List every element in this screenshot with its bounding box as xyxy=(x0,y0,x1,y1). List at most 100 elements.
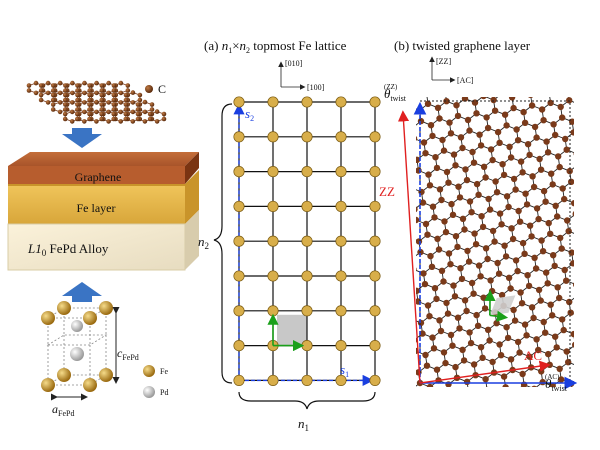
carbon-atom xyxy=(579,324,585,330)
carbon-atom xyxy=(500,373,508,380)
carbon-atom xyxy=(553,344,560,351)
carbon-atom xyxy=(509,235,517,243)
carbon-atom xyxy=(419,199,427,206)
carbon-atom xyxy=(482,245,490,252)
carbon-atom xyxy=(431,214,438,221)
carbon-atom xyxy=(480,294,487,301)
carbon-atom xyxy=(413,86,419,92)
fe-atom xyxy=(369,166,381,178)
carbon-atom xyxy=(533,134,540,141)
carbon-atom xyxy=(473,110,480,117)
fe-atom xyxy=(369,374,381,386)
carbon-atom xyxy=(406,103,412,109)
fe-atom xyxy=(369,340,381,352)
carbon-atom xyxy=(447,261,454,268)
fe-atom xyxy=(301,96,313,108)
carbon-atom xyxy=(440,349,448,356)
carbon-atom xyxy=(491,238,498,245)
carbon-atom xyxy=(457,134,465,141)
carbon-atom xyxy=(461,297,469,304)
carbon-atom xyxy=(568,178,574,185)
fe-atom xyxy=(301,270,313,282)
carbon-atom xyxy=(552,333,559,340)
panel-a-axis-right-label: [100] xyxy=(307,83,325,92)
carbon-atom xyxy=(510,306,517,314)
carbon-atom xyxy=(551,262,558,270)
carbon-atom xyxy=(505,203,512,211)
carbon-atom xyxy=(422,351,429,359)
carbon-atom xyxy=(524,141,532,148)
carbon-atom xyxy=(514,399,520,405)
carbon-atom xyxy=(425,171,432,178)
carbon-atom xyxy=(445,179,452,186)
graphene-cell-highlight xyxy=(489,295,516,316)
a-fepd-label: aFePd xyxy=(52,402,74,418)
carbon-atom xyxy=(552,131,559,139)
carbon-atom xyxy=(573,152,574,156)
carbon-atom xyxy=(523,201,531,208)
carbon-atom xyxy=(517,88,523,94)
carbon-atom xyxy=(516,218,524,225)
carbon-atom xyxy=(477,142,485,149)
carbon-atom xyxy=(482,376,489,383)
carbon-atom xyxy=(486,337,493,344)
carbon-atom xyxy=(521,119,529,127)
carbon-atom xyxy=(496,210,504,217)
carbon-atom xyxy=(429,132,436,140)
carbon-atom xyxy=(528,102,536,109)
fe-atom xyxy=(301,200,313,212)
carbon-atom xyxy=(537,297,544,304)
carbon-atom xyxy=(533,205,541,212)
carbon-atom xyxy=(461,226,468,233)
carbon-atom xyxy=(436,186,444,193)
fe-atom xyxy=(369,96,381,108)
fe-atom xyxy=(267,235,279,247)
carbon-atom xyxy=(453,102,460,109)
carbon-atom xyxy=(546,89,552,95)
fe-atom xyxy=(369,235,381,247)
carbon-atom xyxy=(580,264,586,270)
carbon-atom xyxy=(516,77,522,83)
carbon-atom xyxy=(416,287,420,294)
carbon-atom xyxy=(565,228,572,235)
carbon-atom xyxy=(429,334,436,341)
carbon-atom xyxy=(550,252,557,259)
fe-atom xyxy=(335,235,347,247)
carbon-legend-label: C xyxy=(158,82,166,96)
carbon-atom xyxy=(520,108,527,116)
carbon-atom xyxy=(538,237,545,244)
carbon-atom xyxy=(552,202,559,209)
carbon-atom xyxy=(529,173,536,180)
n2-brace xyxy=(213,103,233,384)
carbon-atom xyxy=(528,233,535,240)
carbon-atom xyxy=(445,250,453,257)
carbon-atom xyxy=(468,279,476,287)
carbon-atom xyxy=(502,253,510,260)
carbon-atom xyxy=(543,138,550,145)
carbon-atom xyxy=(540,318,547,326)
n1-brace xyxy=(238,391,376,410)
fe-atom xyxy=(233,374,245,386)
panel-b-axis-up-label: [ZZ] xyxy=(436,57,451,66)
carbon-atom xyxy=(489,227,497,235)
carbon-atom xyxy=(464,116,472,124)
fe-atom xyxy=(233,200,245,212)
carbon-atom xyxy=(445,381,452,387)
carbon-atom xyxy=(512,388,518,394)
carbon-atom xyxy=(416,267,417,272)
carbon-atom xyxy=(577,374,583,380)
panel-a-axis-up-label: [010] xyxy=(285,59,303,68)
carbon-atom xyxy=(575,161,581,167)
carbon-atom xyxy=(439,136,446,144)
carbon-atom xyxy=(470,159,478,166)
carbon-atom xyxy=(402,273,408,279)
carbon-atom xyxy=(449,211,457,218)
carbon-atom xyxy=(429,203,437,210)
carbon-atom xyxy=(459,144,466,152)
carbon-atom xyxy=(462,166,469,173)
carbon-atom xyxy=(533,396,539,402)
down-arrow xyxy=(62,128,102,148)
twisted-graphene-lattice xyxy=(397,77,586,405)
carbon-atom xyxy=(536,85,542,91)
